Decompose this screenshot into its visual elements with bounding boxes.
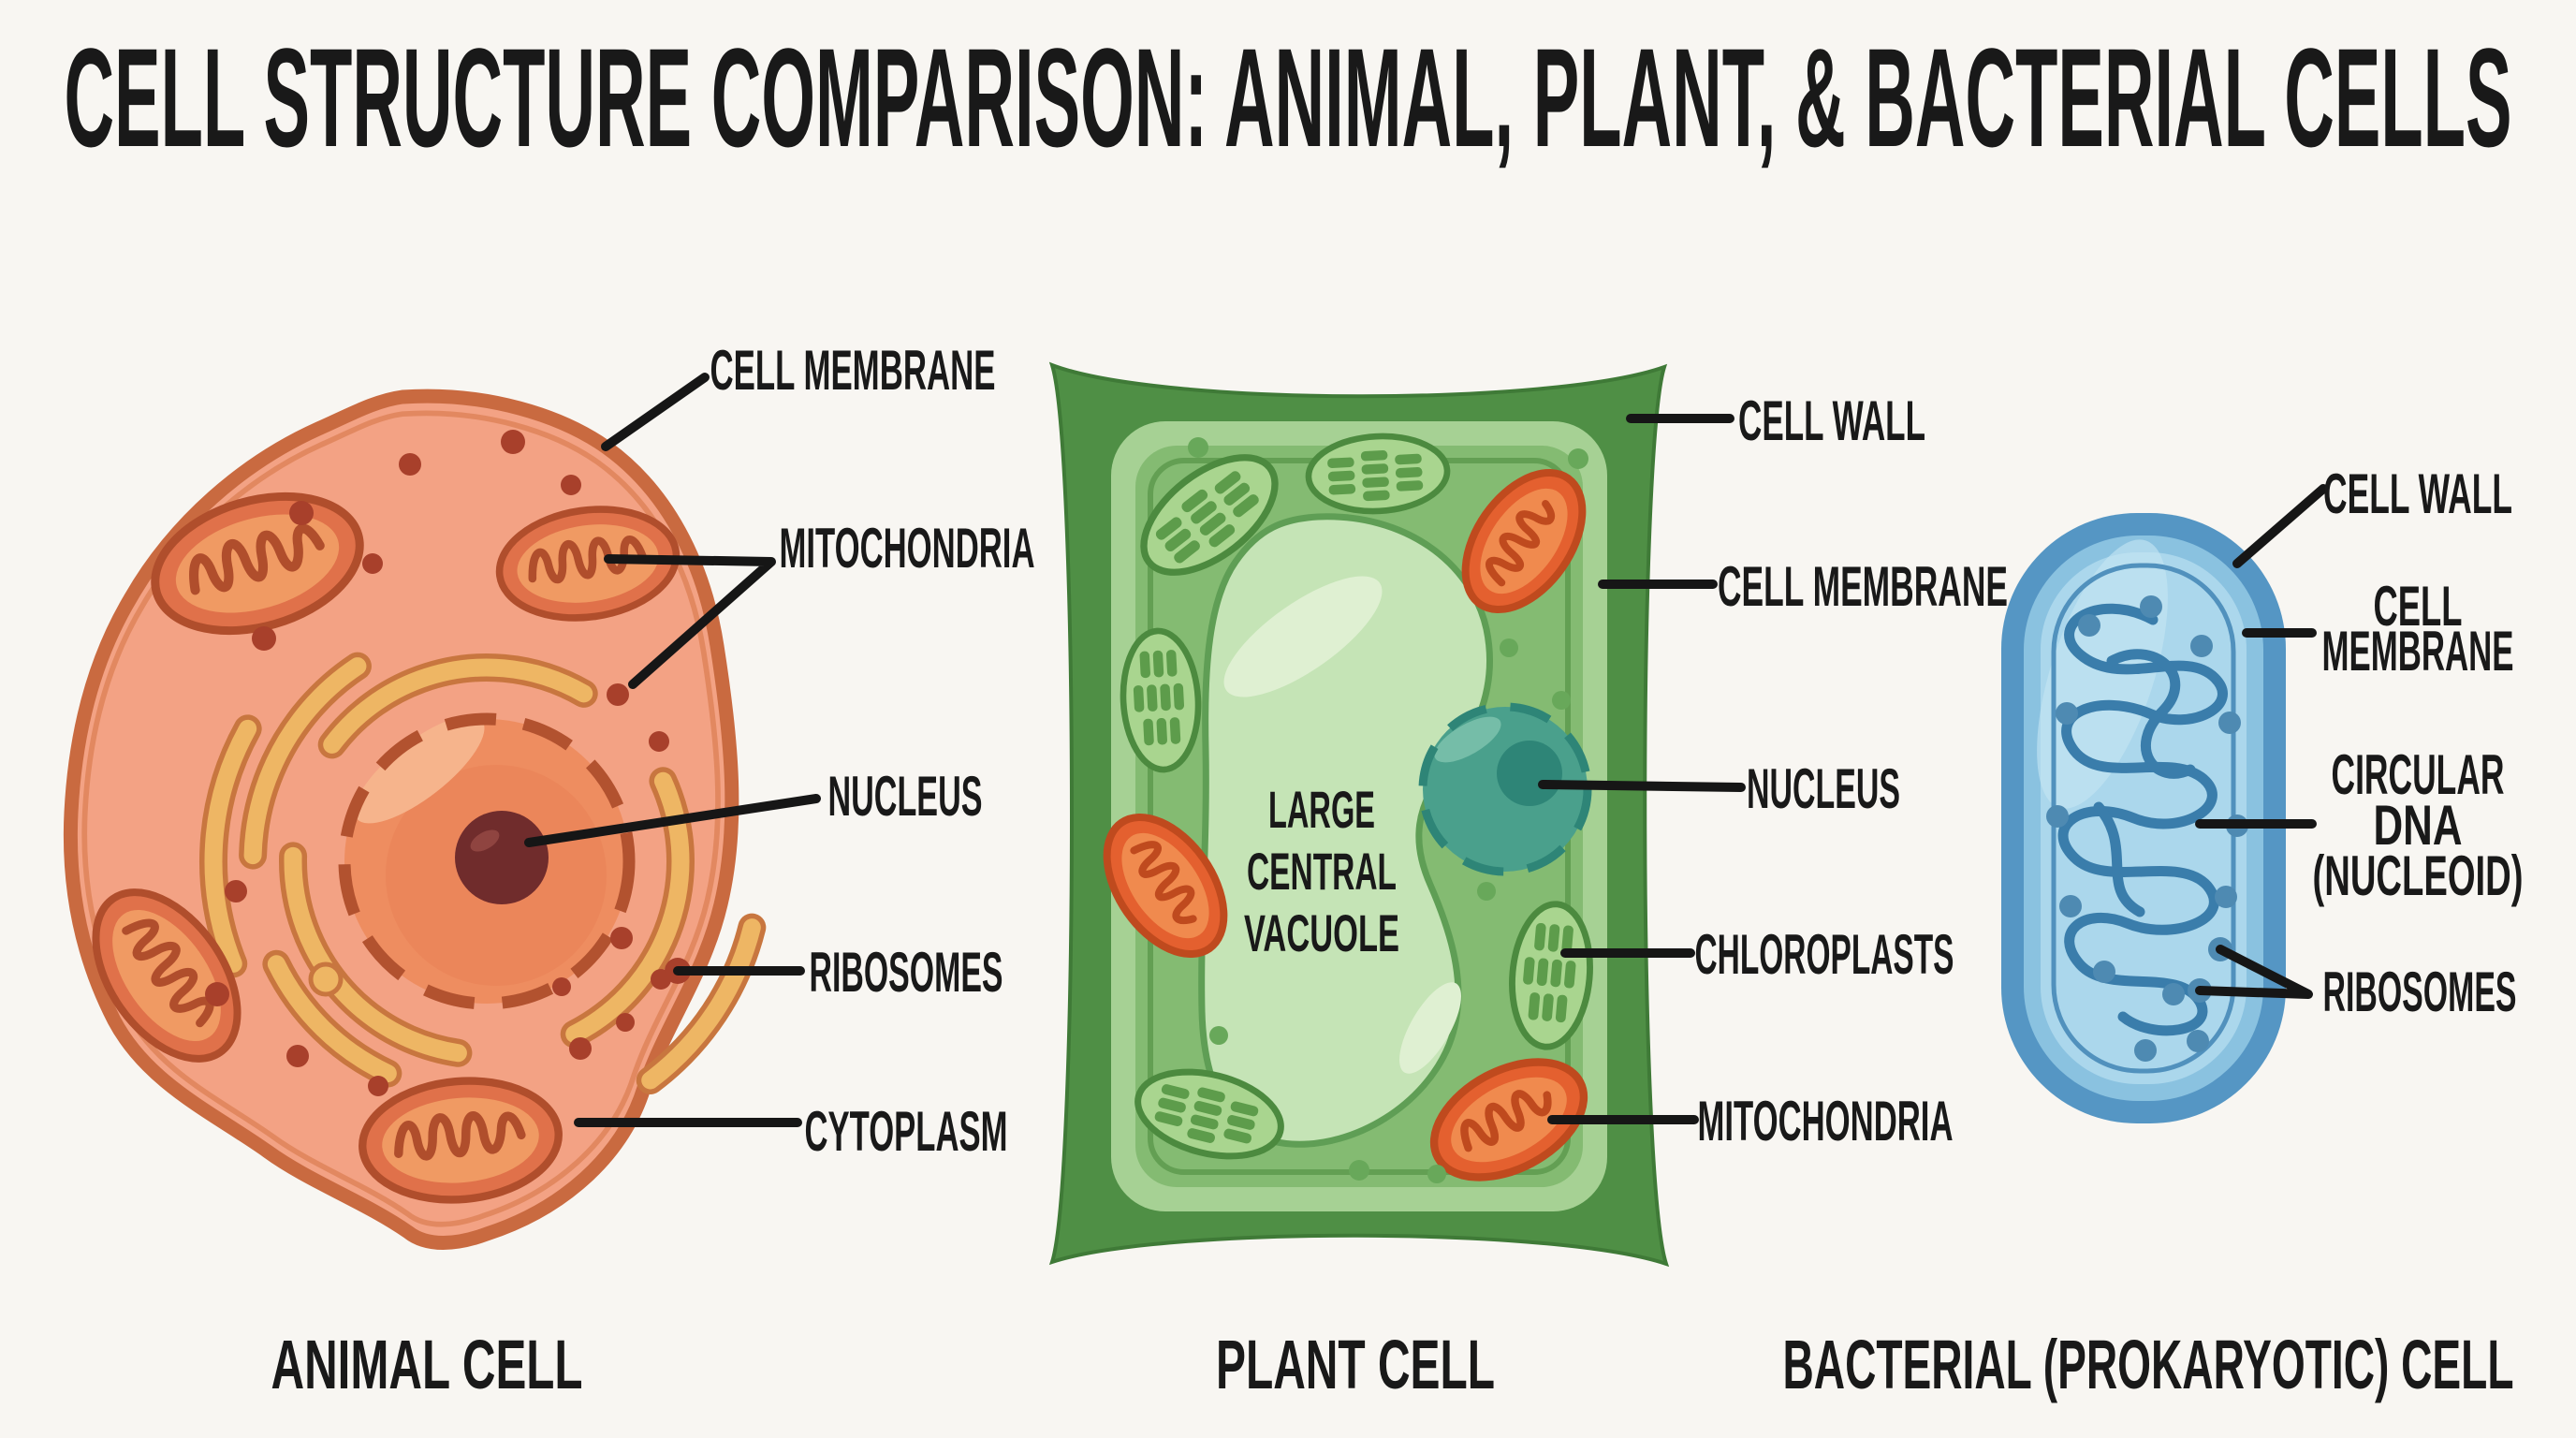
bacteria-label-membrane-line1: CELL bbox=[2374, 575, 2463, 638]
bacteria-label-dna-line3: (NUCLEOID) bbox=[2313, 844, 2524, 907]
plant-label-mitochondria: MITOCHONDRIA bbox=[1698, 1090, 1954, 1152]
bacteria-label-dna-line1: CIRCULAR bbox=[2332, 743, 2505, 806]
animal-membrane-line bbox=[601, 373, 710, 451]
animal-nucleus-line bbox=[524, 794, 821, 847]
vacuole-text-line3: VACUOLE bbox=[1244, 903, 1399, 962]
page-title: CELL STRUCTURE COMPARISON: ANIMAL, PLANT… bbox=[65, 19, 2512, 176]
bacteria-label-membrane-line2: MEMBRANE bbox=[2322, 620, 2514, 682]
bacteria-wall-line bbox=[2232, 484, 2328, 568]
animal-label-cell-membrane: CELL MEMBRANE bbox=[710, 339, 996, 402]
bacteria-label-dna-line2: DNA bbox=[2374, 794, 2463, 857]
plant-nucleus-line bbox=[1538, 780, 1746, 792]
animal-label-mitochondria: MITOCHONDRIA bbox=[780, 517, 1035, 580]
plant-label-chloroplasts: CHLOROPLASTS bbox=[1695, 923, 1954, 986]
golgi-vesicle bbox=[308, 961, 344, 997]
bacteria-label-cell-wall: CELL WALL bbox=[2323, 462, 2512, 525]
animal-caption: ANIMAL CELL bbox=[271, 1326, 583, 1403]
animal-cell-inner-membrane-line bbox=[81, 410, 721, 1227]
bacterial-caption: BACTERIAL (PROKARYOTIC) CELL bbox=[1783, 1326, 2514, 1403]
vacuole-text-line1: LARGE bbox=[1268, 780, 1375, 839]
animal-nucleus bbox=[338, 712, 636, 1010]
vacuole-text-line2: CENTRAL bbox=[1247, 842, 1397, 901]
plant-caption: PLANT CELL bbox=[1216, 1326, 1495, 1403]
plant-dots bbox=[1188, 437, 1588, 1183]
plant-label-cell-membrane: CELL MEMBRANE bbox=[1718, 555, 2008, 618]
bacteria-leader-lines bbox=[2195, 484, 2328, 999]
endoplasmic-reticulum bbox=[199, 574, 774, 1149]
bacteria-label-ribosomes: RIBOSOMES bbox=[2323, 961, 2517, 1023]
animal-leader-lines bbox=[524, 373, 821, 1127]
plant-vacuole bbox=[1198, 513, 1493, 1148]
plant-label-cell-wall: CELL WALL bbox=[1738, 389, 1925, 452]
animal-label-nucleus: NUCLEUS bbox=[828, 765, 983, 828]
animal-mitochondria-line bbox=[604, 554, 776, 689]
plant-cell-diagram: LARGE CENTRAL VACUOLE CELL WALL CELL MEM… bbox=[1048, 361, 2008, 1403]
bacteria-ribosomes-line bbox=[2195, 945, 2313, 999]
animal-nucleolus bbox=[455, 811, 549, 904]
animal-label-ribosomes: RIBOSOMES bbox=[810, 941, 1003, 1004]
plant-nucleolus bbox=[1497, 741, 1562, 806]
bacterial-cell-diagram: CELL WALL CELL MEMBRANE CIRCULAR DNA (NU… bbox=[1783, 462, 2524, 1403]
bacteria-circular-dna bbox=[2057, 603, 2228, 1036]
plant-leader-lines bbox=[1538, 414, 1746, 1124]
animal-label-cytoplasm: CYTOPLASM bbox=[805, 1100, 1008, 1163]
plant-label-nucleus: NUCLEUS bbox=[1747, 757, 1900, 820]
animal-cell-diagram: CELL MEMBRANE MITOCHONDRIA NUCLEUS RIBOS… bbox=[66, 339, 1035, 1403]
